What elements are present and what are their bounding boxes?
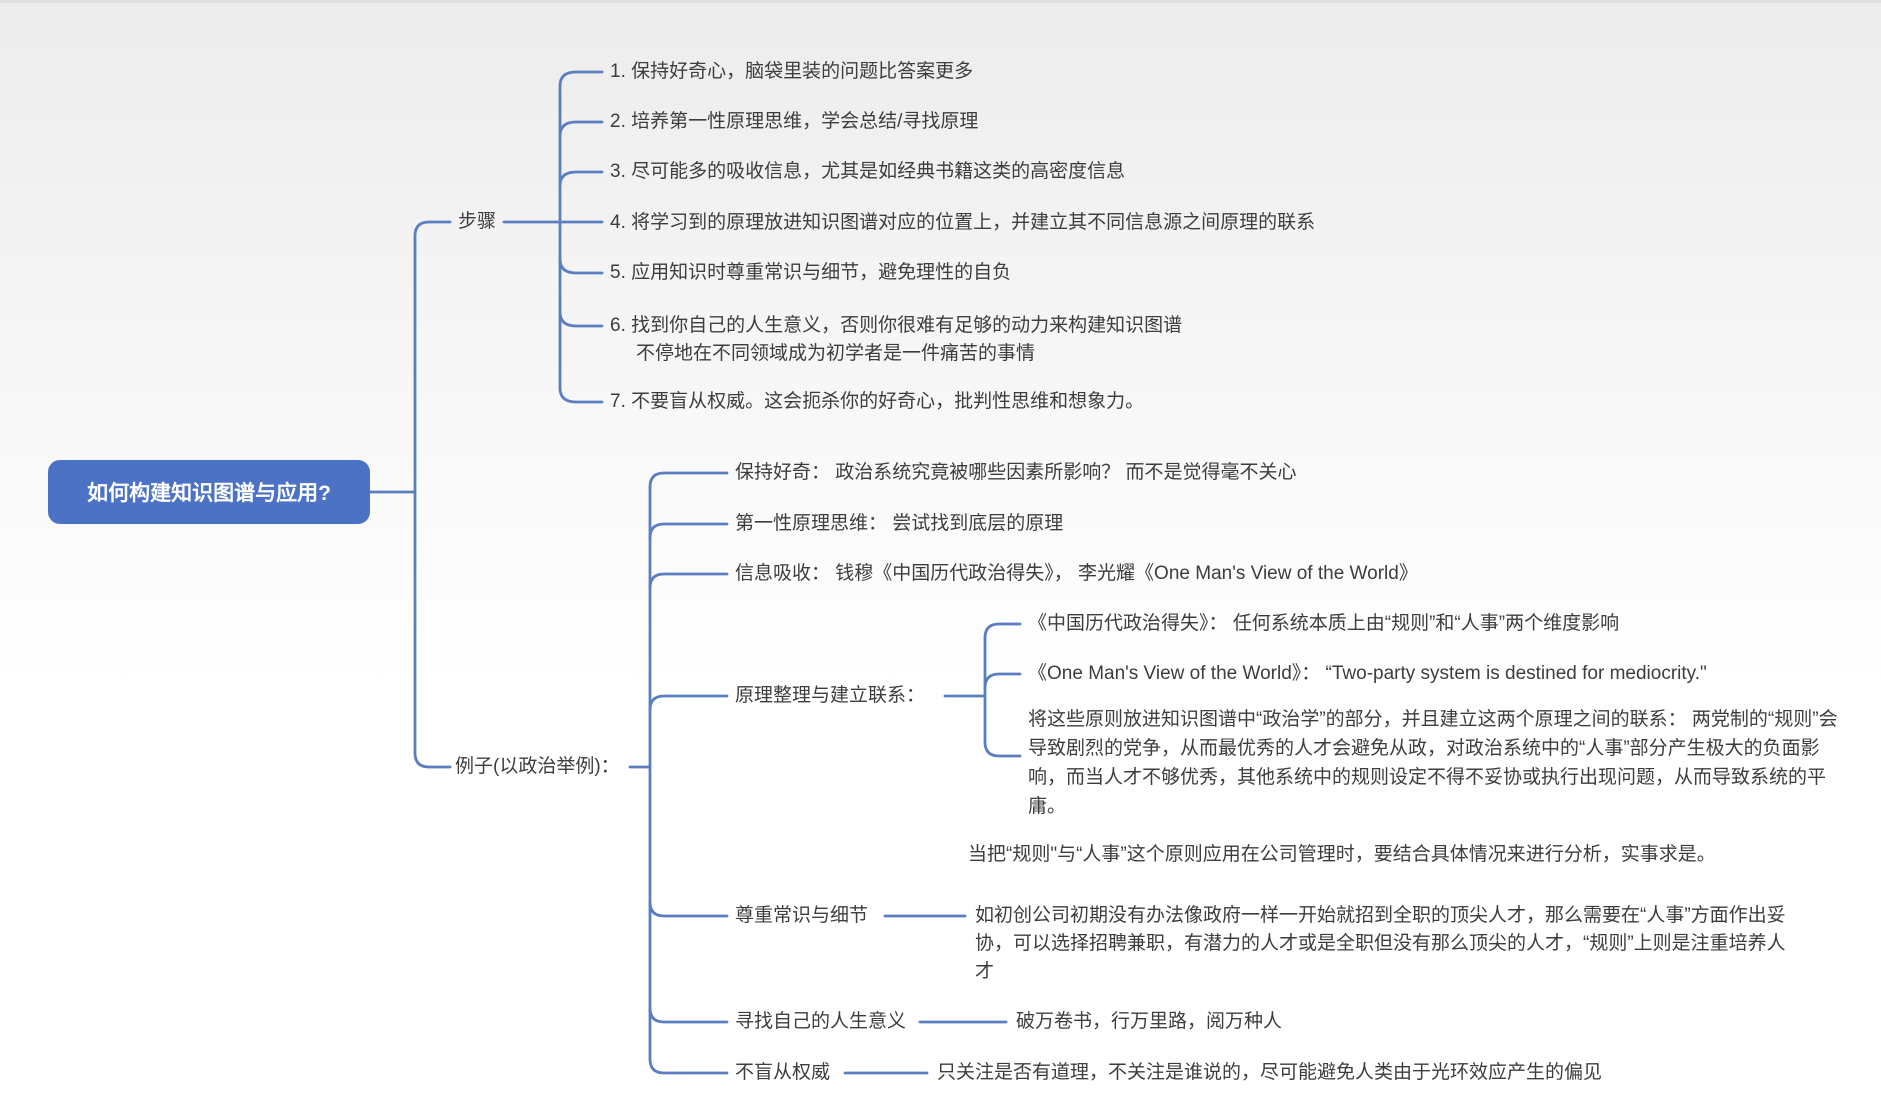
organize-child-book2[interactable]: 《One Man's View of the World》： “Two-part… xyxy=(1028,663,1707,684)
branch-steps-label[interactable]: 步骤 xyxy=(458,211,497,232)
common-sense-child-paragraph[interactable]: 如初创公司初期没有办法像政府一样一开始就招到全职的顶尖人才，那么需要在“人事”方… xyxy=(975,905,1786,982)
connector-step-1 xyxy=(558,70,604,88)
connector-org-book1 xyxy=(983,622,1022,640)
organize-child-book1[interactable]: 《中国历代政治得失》： 任何系统本质上由“规则”和“人事”两个维度影响 xyxy=(1028,613,1620,634)
connector-step-3 xyxy=(558,170,604,188)
step-item-5[interactable]: 5. 应用知识时尊重常识与细节，避免理性的自负 xyxy=(610,262,1012,283)
connector-organize xyxy=(648,694,729,712)
connector-step-2 xyxy=(558,120,604,138)
step-item-1[interactable]: 1. 保持好奇心，脑袋里装的问题比答案更多 xyxy=(610,61,974,82)
connector-step-7 xyxy=(558,386,604,404)
step-item-4[interactable]: 4. 将学习到的原理放进知识图谱对应的位置上，并建立其不同信息源之间原理的联系 xyxy=(610,212,1316,233)
step-item-2[interactable]: 2. 培养第一性原理思维，学会总结/寻找原理 xyxy=(610,111,979,132)
connector-common-sense xyxy=(648,900,729,918)
window-top-edge xyxy=(0,0,1881,3)
connector-info-intake xyxy=(648,572,729,590)
example-item-info-intake[interactable]: 信息吸收： 钱穆《中国历代政治得失》， 李光耀《One Man's View o… xyxy=(735,563,1418,584)
connector-step-6 xyxy=(558,310,604,328)
life-meaning-child[interactable]: 破万卷书，行万里路，阅万种人 xyxy=(1016,1011,1283,1032)
example-item-first-principle[interactable]: 第一性原理思维： 尝试找到底层的原理 xyxy=(735,513,1064,534)
organize-note[interactable]: 当把“规则"与“人事”这个原则应用在公司管理时，要结合具体情况来进行分析，实事求… xyxy=(968,844,1716,865)
step-item-3[interactable]: 3. 尽可能多的吸收信息，尤其是如经典书籍这类的高密度信息 xyxy=(610,161,1126,182)
step-item-6[interactable]: 6. 找到你自己的人生意义，否则你很难有足够的动力来构建知识图谱 不停地在不同领… xyxy=(610,315,1183,364)
example-item-common-sense-label[interactable]: 尊重常识与细节 xyxy=(735,905,869,926)
no-authority-child[interactable]: 只关注是否有道理，不关注是谁说的，尽可能避免人类由于光环效应产生的偏见 xyxy=(937,1062,1603,1083)
connector-org-para xyxy=(983,740,1022,758)
example-item-curiosity[interactable]: 保持好奇： 政治系统究竟被哪些因素所影响？ 而不是觉得毫不关心 xyxy=(735,462,1297,483)
connector-first-principle xyxy=(648,522,729,540)
connector-curiosity xyxy=(648,471,729,489)
organize-child-paragraph[interactable]: 将这些原则放进知识图谱中“政治学”的部分，并且建立这两个原理之间的联系： 两党制… xyxy=(1028,709,1838,817)
connector-no-authority xyxy=(648,1057,729,1075)
connector-trunk xyxy=(413,220,452,769)
example-item-no-authority-label[interactable]: 不盲从权威 xyxy=(735,1062,831,1083)
connector-life-meaning xyxy=(648,1006,729,1024)
connector-org-book2 xyxy=(983,672,1022,690)
step-item-7[interactable]: 7. 不要盲从权威。这会扼杀你的好奇心，批判性思维和想象力。 xyxy=(610,391,1145,412)
branch-example-label[interactable]: 例子(以政治举例)： xyxy=(455,756,620,777)
connector-step-5 xyxy=(558,257,604,275)
root-node[interactable]: 如何构建知识图谱与应用? xyxy=(48,460,370,524)
example-item-life-meaning-label[interactable]: 寻找自己的人生意义 xyxy=(735,1011,907,1032)
example-item-organize-label[interactable]: 原理整理与建立联系： xyxy=(735,685,926,706)
